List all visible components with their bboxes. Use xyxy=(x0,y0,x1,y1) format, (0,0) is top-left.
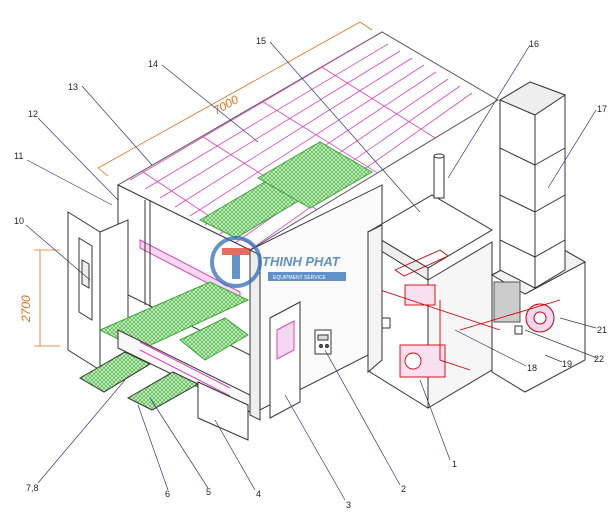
callout-13: 13 xyxy=(68,82,78,92)
booth-body xyxy=(67,31,499,441)
dimension-length-label: 7000 xyxy=(211,92,241,117)
brand-tagline: EQUIPMENT SERVICE xyxy=(273,275,327,281)
callout-11: 11 xyxy=(14,151,23,161)
callout-2: 2 xyxy=(401,484,406,494)
callout-3: 3 xyxy=(346,500,351,510)
callout-14: 14 xyxy=(148,59,158,69)
callout-10: 10 xyxy=(14,216,24,226)
dimension-height-label: 2700 xyxy=(19,295,33,323)
callouts: 1 2 3 4 5 6 7,8 10 11 12 13 14 15 16 17 … xyxy=(14,36,607,510)
dimension-height xyxy=(34,249,60,347)
intake-duct xyxy=(367,224,383,374)
callout-7-8: 7,8 xyxy=(26,483,39,493)
vent-pipe xyxy=(433,153,445,199)
service-door xyxy=(269,301,301,419)
callout-22: 22 xyxy=(594,354,604,364)
callout-21: 21 xyxy=(597,325,607,335)
callout-12: 12 xyxy=(28,109,38,119)
callout-6: 6 xyxy=(165,489,170,499)
leader-lines xyxy=(25,41,598,501)
brand-name: THINH PHAT xyxy=(262,254,341,269)
callout-18: 18 xyxy=(527,363,537,373)
callout-1: 1 xyxy=(452,459,457,469)
callout-17: 17 xyxy=(597,104,607,114)
callout-15: 15 xyxy=(256,36,266,46)
roof-filter-right xyxy=(257,141,373,209)
exhaust-stack xyxy=(498,81,567,289)
callout-19: 19 xyxy=(562,359,572,369)
ramp-left xyxy=(79,351,152,393)
dimension-length xyxy=(97,21,373,177)
control-panel xyxy=(314,329,332,355)
callout-5: 5 xyxy=(206,487,211,497)
brand-watermark: THINH PHAT EQUIPMENT SERVICE xyxy=(210,236,346,288)
callout-16: 16 xyxy=(529,39,539,49)
front-step xyxy=(197,381,249,441)
callout-4: 4 xyxy=(256,489,261,499)
